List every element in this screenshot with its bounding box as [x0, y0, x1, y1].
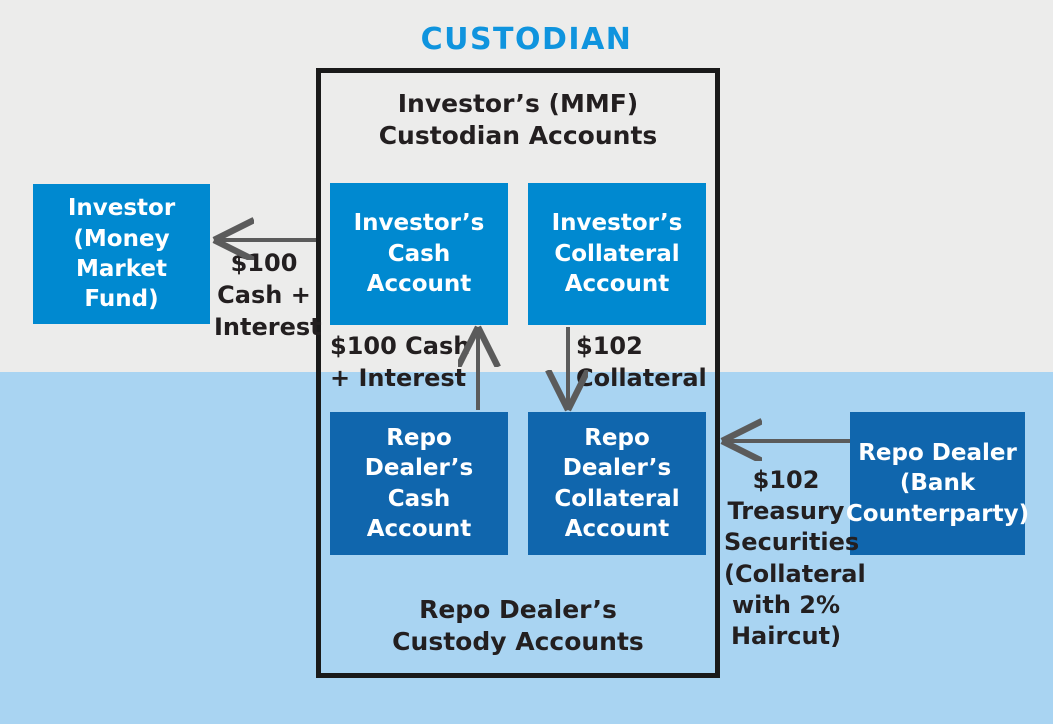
page-title: CUSTODIAN: [420, 22, 633, 57]
custodian-outline-box: [316, 68, 720, 678]
investor-custodian-accounts-caption: Investor’s (MMF)Custodian Accounts: [378, 89, 658, 150]
flow-label-cash-up-internal: $100 Cash+ Interest: [330, 332, 471, 392]
